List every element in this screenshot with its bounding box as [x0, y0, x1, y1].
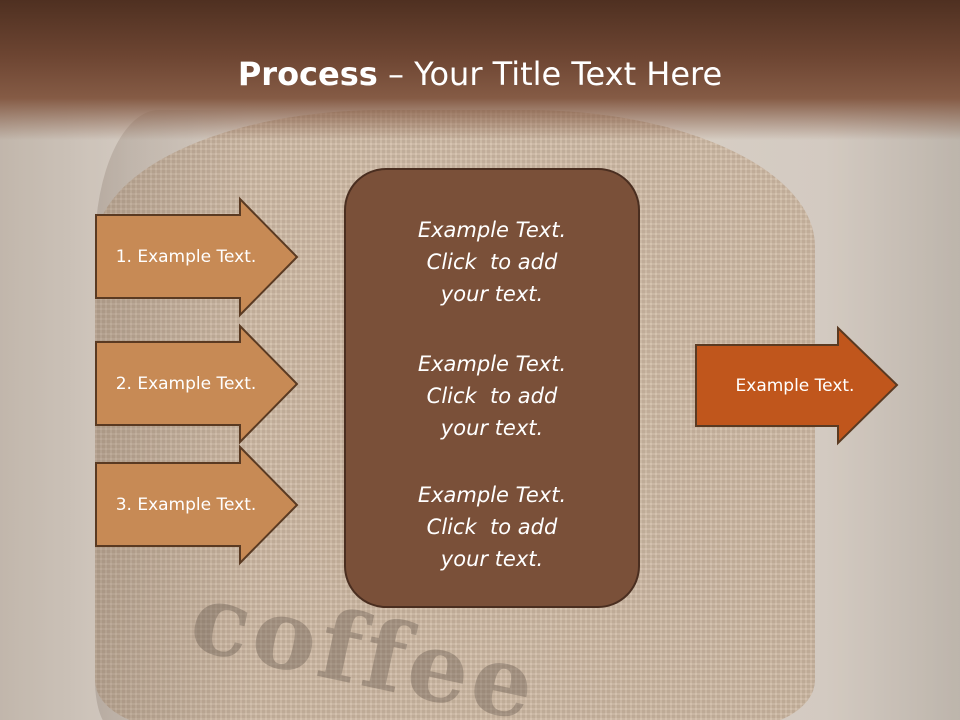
center-paragraph-3: Example Text. Click to add your text.: [417, 483, 567, 571]
arrow-shape: [695, 325, 899, 446]
result-label: Example Text.: [735, 376, 855, 396]
arrow-shape: [95, 323, 299, 445]
step-arrow-2[interactable]: 2. Example Text.: [95, 323, 299, 445]
title-rest: – Your Title Text Here: [377, 55, 723, 93]
result-arrow[interactable]: Example Text.: [695, 325, 899, 446]
center-text-box[interactable]: Example Text. Click to add your text. Ex…: [344, 168, 640, 608]
center-paragraph-2: Example Text. Click to add your text.: [417, 352, 567, 440]
title-bold: Process: [237, 55, 378, 93]
step-arrow-3[interactable]: 3. Example Text.: [95, 444, 299, 566]
arrow-shape: [95, 196, 299, 318]
step-arrow-1[interactable]: 1. Example Text.: [95, 196, 299, 318]
slide-title[interactable]: Process – Your Title Text Here: [0, 52, 960, 96]
center-paragraph-1: Example Text. Click to add your text.: [417, 218, 567, 306]
step-label: 1. Example Text.: [115, 247, 257, 267]
title-band: [0, 0, 960, 140]
step-label: 3. Example Text.: [115, 495, 257, 515]
arrow-shape: [95, 444, 299, 566]
step-label: 2. Example Text.: [115, 374, 257, 394]
